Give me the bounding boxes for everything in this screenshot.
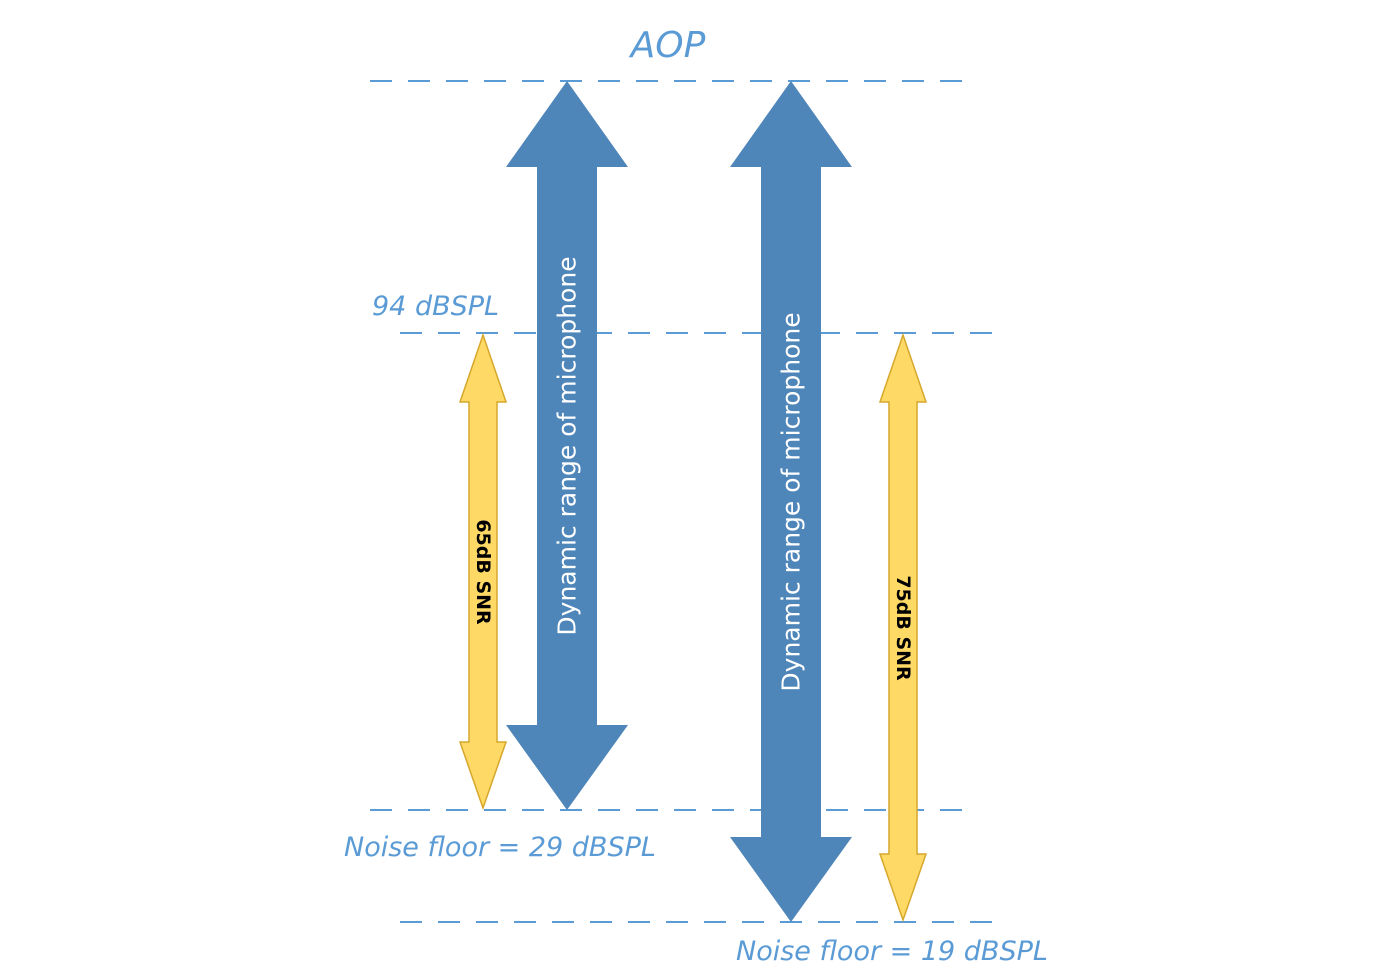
- snr-arrow-right: [878, 332, 928, 923]
- noise-floor-29-label: Noise floor = 29 dBSPL: [344, 832, 656, 863]
- aop-label: AOP: [629, 25, 706, 66]
- reference-94-label: 94 dBSPL: [372, 291, 499, 322]
- snr-label-left: 65dB SNR: [472, 519, 494, 625]
- dynamic-range-arrow-left: [506, 81, 628, 810]
- dynamic-range-label-right: Dynamic range of microphone: [777, 312, 806, 691]
- snr-label-right: 75dB SNR: [892, 575, 914, 681]
- dynamic-range-arrow-right: [730, 81, 852, 922]
- dynamic-range-label-left: Dynamic range of microphone: [553, 256, 582, 635]
- snr-arrow-left: [458, 332, 508, 811]
- noise-floor-19-label: Noise floor = 19 dBSPL: [736, 936, 1048, 967]
